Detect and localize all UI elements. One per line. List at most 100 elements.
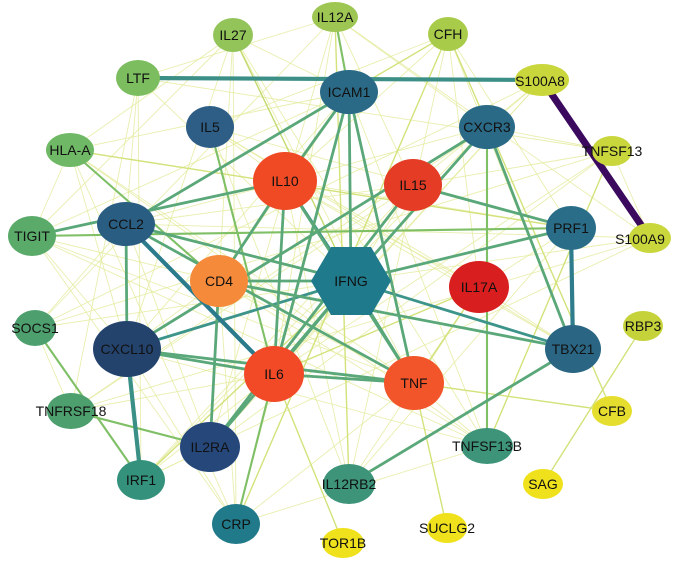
node-shape-icam1 bbox=[320, 70, 378, 114]
node-shape-tnfsf13 bbox=[592, 136, 632, 166]
node-shape-suclg2 bbox=[427, 513, 467, 543]
node-label-tnfsf13b: TNFSF13B bbox=[452, 438, 522, 454]
node-label-hla-a: HLA-A bbox=[49, 142, 91, 158]
node-il6[interactable]: IL6 bbox=[244, 346, 304, 402]
network-edge-background bbox=[218, 34, 234, 282]
node-crp[interactable]: CRP bbox=[212, 504, 260, 544]
node-tor1b[interactable]: TOR1B bbox=[320, 528, 366, 558]
node-label-cfh: CFH bbox=[434, 26, 463, 42]
node-tnfsf13b[interactable]: TNFSF13B bbox=[452, 428, 522, 464]
node-label-il6: IL6 bbox=[264, 366, 284, 382]
node-il12a[interactable]: IL12A bbox=[312, 2, 358, 32]
node-s100a9[interactable]: S100A9 bbox=[615, 223, 671, 253]
node-socs1[interactable]: SOCS1 bbox=[11, 310, 59, 346]
node-label-cfb: CFB bbox=[598, 403, 626, 419]
node-suclg2[interactable]: SUCLG2 bbox=[419, 513, 475, 543]
node-shape-il12rb2 bbox=[323, 464, 375, 504]
node-label-il2ra: IL2RA bbox=[191, 439, 231, 455]
node-rbp3[interactable]: RBP3 bbox=[623, 311, 663, 341]
network-edge-background bbox=[70, 77, 139, 412]
node-s100a8[interactable]: S100A8 bbox=[515, 64, 569, 96]
node-ifng[interactable]: IFNG bbox=[311, 247, 391, 315]
network-edge-background bbox=[34, 16, 336, 329]
node-label-s100a9: S100A9 bbox=[615, 231, 665, 247]
node-shape-tigit bbox=[8, 216, 56, 256]
node-label-prf1: PRF1 bbox=[553, 220, 589, 236]
network-edge-background bbox=[412, 150, 613, 186]
node-shape-rbp3 bbox=[623, 311, 663, 341]
node-shape-tbx21 bbox=[545, 325, 601, 373]
node-shape-cxcr3 bbox=[459, 105, 515, 149]
node-label-tor1b: TOR1B bbox=[320, 535, 366, 551]
node-label-s100a8: S100A8 bbox=[515, 73, 565, 89]
node-label-tnf: TNF bbox=[400, 375, 427, 391]
node-label-tigit: TIGIT bbox=[14, 228, 50, 244]
node-label-ifng: IFNG bbox=[334, 273, 367, 289]
network-edge-background bbox=[284, 180, 574, 350]
node-label-cd4: CD4 bbox=[205, 273, 233, 289]
node-shape-ifng bbox=[311, 247, 391, 315]
network-edge-cfb-tnf bbox=[413, 382, 613, 412]
node-tnfsf13[interactable]: TNFSF13 bbox=[582, 136, 643, 166]
node-label-tnfrsf18: TNFRSF18 bbox=[36, 403, 107, 419]
node-il10[interactable]: IL10 bbox=[253, 152, 317, 210]
node-shape-sag bbox=[523, 469, 563, 499]
node-cd4[interactable]: CD4 bbox=[190, 255, 248, 307]
network-edge-cd4-tbx21 bbox=[217, 279, 575, 351]
network-edge-background bbox=[235, 382, 415, 525]
node-il2ra[interactable]: IL2RA bbox=[180, 422, 240, 472]
node-label-il17a: IL17A bbox=[461, 279, 498, 295]
node-hla-a[interactable]: HLA-A bbox=[46, 133, 94, 167]
node-tbx21[interactable]: TBX21 bbox=[545, 325, 601, 373]
network-edge-cd4-il2ra bbox=[208, 279, 221, 449]
network-edge-background bbox=[31, 235, 488, 447]
node-shape-socs1 bbox=[14, 310, 56, 346]
node-tigit[interactable]: TIGIT bbox=[8, 216, 56, 256]
node-prf1[interactable]: PRF1 bbox=[546, 206, 596, 250]
network-edge-background bbox=[137, 77, 613, 152]
node-il17a[interactable]: IL17A bbox=[449, 261, 509, 313]
node-shape-il6 bbox=[244, 346, 304, 402]
node-label-socs1: SOCS1 bbox=[11, 320, 59, 336]
network-edge-ifng-prf1 bbox=[349, 226, 573, 283]
node-cxcl10[interactable]: CXCL10 bbox=[93, 321, 161, 377]
node-shape-il15 bbox=[384, 159, 442, 211]
network-edge-il17a-il6 bbox=[273, 286, 480, 375]
node-shape-il12a bbox=[312, 2, 358, 32]
network-edge-ccl2-icam1 bbox=[124, 90, 351, 226]
node-sag[interactable]: SAG bbox=[523, 469, 563, 499]
node-label-cxcl10: CXCL10 bbox=[101, 341, 154, 357]
node-cxcr3[interactable]: CXCR3 bbox=[459, 105, 515, 149]
node-il27[interactable]: IL27 bbox=[213, 18, 253, 52]
node-ccl2[interactable]: CCL2 bbox=[97, 202, 155, 246]
network-edge-tor1b-il6 bbox=[273, 373, 344, 544]
node-shape-il17a bbox=[449, 261, 509, 313]
node-il15[interactable]: IL15 bbox=[384, 159, 442, 211]
node-label-ccl2: CCL2 bbox=[108, 216, 144, 232]
network-edge-tnf-icam1 bbox=[347, 90, 416, 385]
node-il12rb2[interactable]: IL12RB2 bbox=[322, 464, 377, 504]
node-shape-hla-a bbox=[46, 133, 94, 167]
node-label-il5: IL5 bbox=[200, 119, 220, 135]
network-edge-background bbox=[209, 126, 350, 485]
node-icam1[interactable]: ICAM1 bbox=[320, 70, 378, 114]
node-shape-tnf bbox=[384, 356, 444, 410]
node-tnf[interactable]: TNF bbox=[384, 356, 444, 410]
node-label-sag: SAG bbox=[528, 476, 558, 492]
node-label-il27: IL27 bbox=[219, 27, 246, 43]
network-edge-background bbox=[31, 235, 237, 525]
node-tnfrsf18[interactable]: TNFRSF18 bbox=[36, 393, 107, 429]
node-ltf[interactable]: LTF bbox=[116, 60, 160, 96]
node-shape-cfb bbox=[592, 396, 632, 426]
node-cfb[interactable]: CFB bbox=[592, 396, 632, 426]
node-label-tbx21: TBX21 bbox=[552, 341, 595, 357]
node-label-il12rb2: IL12RB2 bbox=[322, 476, 377, 492]
node-shape-il27 bbox=[213, 18, 253, 52]
node-il5[interactable]: IL5 bbox=[186, 106, 234, 148]
network-edge-il12rb2-tbx21 bbox=[347, 347, 575, 486]
node-cfh[interactable]: CFH bbox=[428, 17, 468, 51]
node-shape-s100a9 bbox=[629, 223, 671, 253]
node-irf1[interactable]: IRF1 bbox=[117, 460, 165, 500]
node-shape-cxcl10 bbox=[93, 321, 161, 377]
network-edge-background bbox=[34, 280, 352, 329]
